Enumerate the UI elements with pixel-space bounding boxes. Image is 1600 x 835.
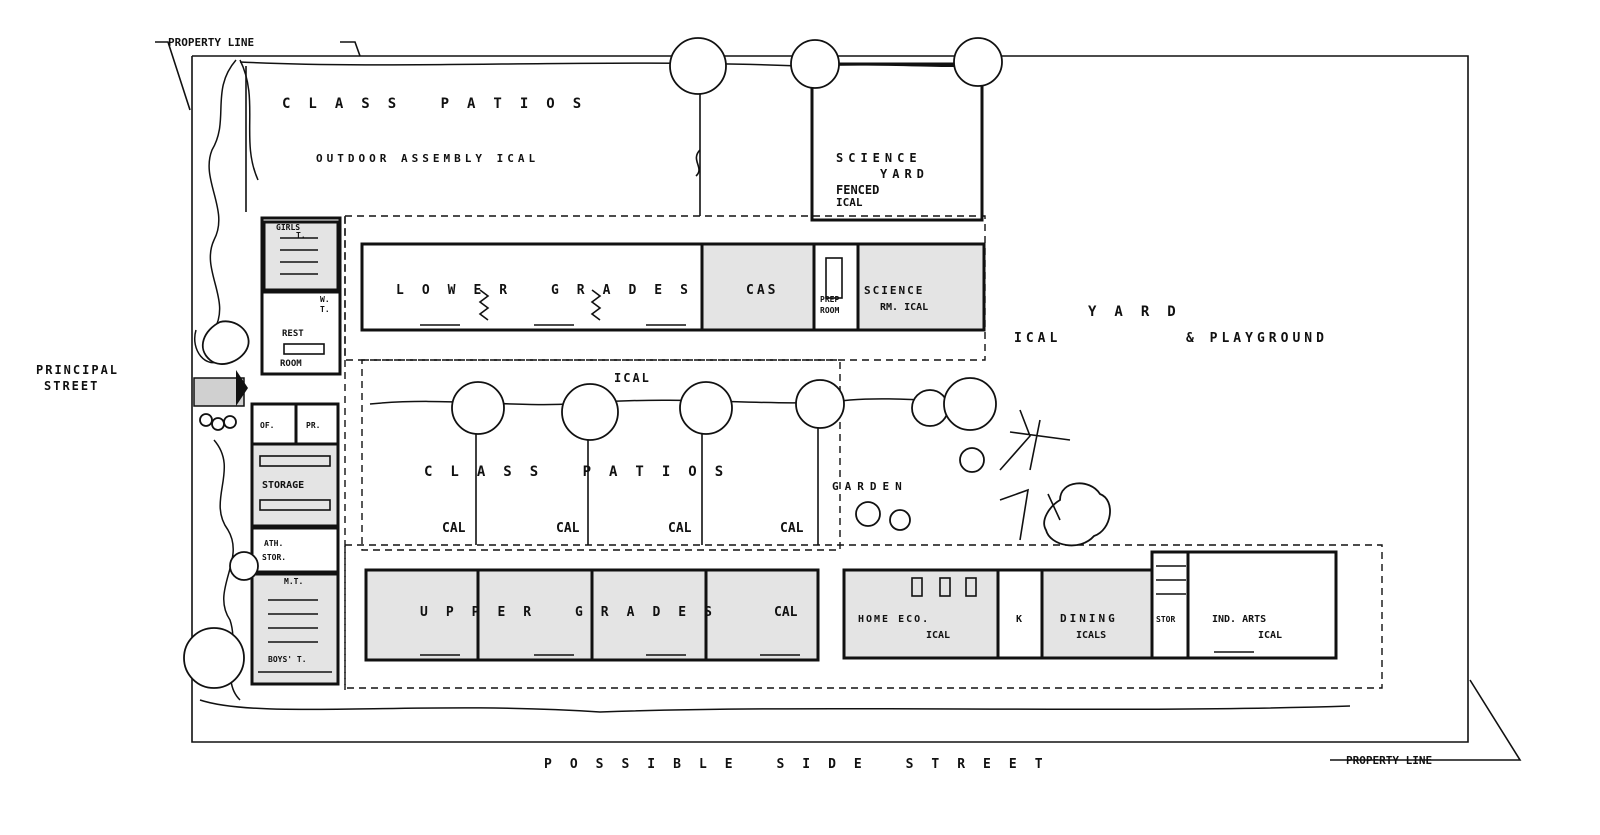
- science-yard-label-3: FENCED: [836, 183, 879, 197]
- upper-grades-cal-label: CAL: [774, 605, 798, 620]
- playground-label: & PLAYGROUND: [1186, 331, 1328, 346]
- wt-label-1: W.: [320, 295, 330, 304]
- yard-label: YARD: [1088, 304, 1194, 320]
- dining-label-2: ICALS: [1076, 630, 1106, 641]
- property-line: [155, 41, 1522, 761]
- ind-arts-label-2: ICAL: [1258, 630, 1282, 641]
- dining-label-1: DINING: [1060, 612, 1118, 625]
- yard-ical-label: ICAL: [1014, 331, 1061, 346]
- rest-room-label-2: ROOM: [280, 359, 302, 369]
- side-street-label: POSSIBLE SIDE STREET: [544, 757, 1061, 772]
- rest-room-label-1: REST: [282, 329, 304, 339]
- office-label: OF.: [260, 421, 274, 430]
- lower-grades-label: LOWER GRADES: [396, 283, 706, 298]
- north-trees: [669, 37, 1003, 95]
- prep-room-label-2: ROOM: [820, 306, 839, 315]
- boys-toilet-label: BOYS' T.: [268, 655, 307, 664]
- principal-room-label: PR.: [306, 421, 320, 430]
- class-patios-top-label: CLASS PATIOS: [282, 96, 599, 112]
- cal-label-4: CAL: [780, 521, 804, 536]
- middle-ical-label: ICAL: [614, 371, 651, 385]
- upper-grades-label: UPPER GRADES: [420, 605, 730, 620]
- principal-street-label-1: PRINCIPAL: [36, 363, 119, 377]
- science-yard-label-1: SCIENCE: [836, 151, 922, 165]
- admin-block: [250, 402, 340, 686]
- stor-label: STOR: [1156, 615, 1175, 624]
- science-room-label-1: SCIENCE: [864, 284, 924, 297]
- outdoor-assembly-label: OUTDOOR ASSEMBLY ICAL: [316, 152, 539, 165]
- main-entry: [193, 370, 248, 431]
- kitchen-label: K: [1016, 614, 1022, 625]
- lower-grades-cas-label: CAS: [746, 283, 778, 298]
- upper-grades-wing: [364, 568, 820, 662]
- garden-label: GARDEN: [832, 480, 908, 493]
- science-room-label-2: RM. ICAL: [880, 302, 928, 313]
- storage-label: STORAGE: [262, 480, 304, 491]
- ath-stor-label-2: STOR.: [262, 553, 286, 562]
- science-yard-label-2: YARD: [880, 167, 929, 181]
- property-line-label-bottom: PROPERTY LINE: [1346, 754, 1432, 767]
- girls-toilet-label-2: T.: [296, 231, 306, 240]
- lower-grades-wing: [360, 242, 986, 332]
- cal-label-2: CAL: [556, 521, 580, 536]
- girls-toilet-block: [260, 216, 342, 376]
- ind-arts-label-1: IND. ARTS: [1212, 614, 1266, 625]
- services-wing: [842, 550, 1338, 660]
- cal-label-1: CAL: [442, 521, 466, 536]
- mens-toilet-label: M.T.: [284, 577, 303, 586]
- cal-label-3: CAL: [668, 521, 692, 536]
- text-labels: PROPERTY LINE PROPERTY LINE PRINCIPAL ST…: [36, 36, 1432, 772]
- property-line-label-top: PROPERTY LINE: [168, 36, 254, 49]
- playground-features: [183, 320, 1111, 689]
- principal-street-label-2: STREET: [44, 379, 99, 393]
- middle-patios: [369, 377, 997, 545]
- home-eco-label-2: ICAL: [926, 630, 950, 641]
- wt-label-2: T.: [320, 305, 330, 314]
- girls-toilet-label-1: GIRLS: [276, 223, 300, 232]
- class-patios-mid-label: CLASS PATIOS: [424, 464, 741, 480]
- prep-room-label-1: PREP: [820, 295, 839, 304]
- ath-stor-label-1: ATH.: [264, 539, 283, 548]
- science-yard-label-4: ICAL: [836, 196, 863, 209]
- home-eco-label-1: HOME ECO.: [858, 614, 930, 625]
